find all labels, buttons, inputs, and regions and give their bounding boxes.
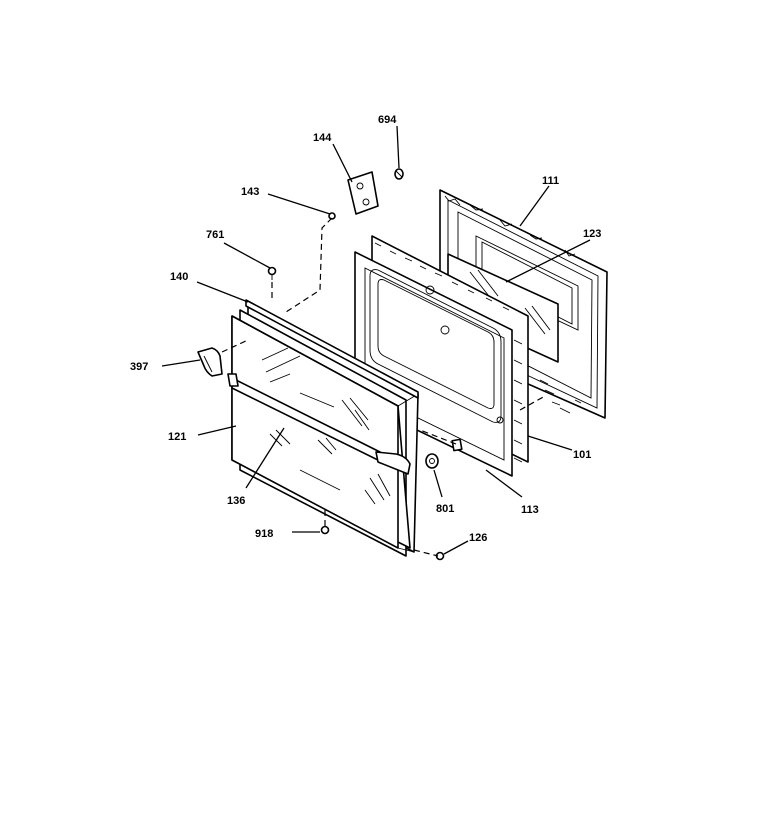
callout-101: 101 (573, 449, 591, 461)
callout-123: 123 (583, 228, 601, 240)
callout-121: 121 (168, 431, 186, 443)
callout-leaders (161, 125, 591, 555)
callout-144: 144 (313, 132, 332, 144)
callout-918: 918 (255, 528, 273, 540)
callout-113: 113 (521, 504, 539, 516)
callout-labels: 144 694 143 111 761 123 140 397 121 101 … (130, 114, 601, 544)
door-spring-clip (451, 438, 463, 452)
screw-918 (320, 525, 330, 535)
screw-143 (328, 212, 336, 220)
callout-801: 801 (436, 503, 454, 515)
callout-140: 140 (170, 271, 188, 283)
callout-143: 143 (241, 186, 259, 198)
callout-126: 126 (469, 532, 487, 544)
hinge-bracket (347, 171, 379, 215)
callout-761: 761 (206, 229, 224, 241)
callout-136: 136 (227, 495, 245, 507)
handle-end-cap (197, 347, 223, 377)
nut-801 (425, 453, 439, 469)
door-handle (227, 373, 411, 475)
inner-door-panel (354, 235, 529, 477)
callout-397: 397 (130, 361, 148, 373)
door-trim-strip (245, 299, 419, 399)
assembly-guide-lines (221, 217, 546, 557)
screw-694 (394, 168, 404, 180)
callout-694: 694 (378, 114, 397, 126)
callout-111: 111 (542, 175, 559, 187)
screw-761 (267, 266, 277, 280)
